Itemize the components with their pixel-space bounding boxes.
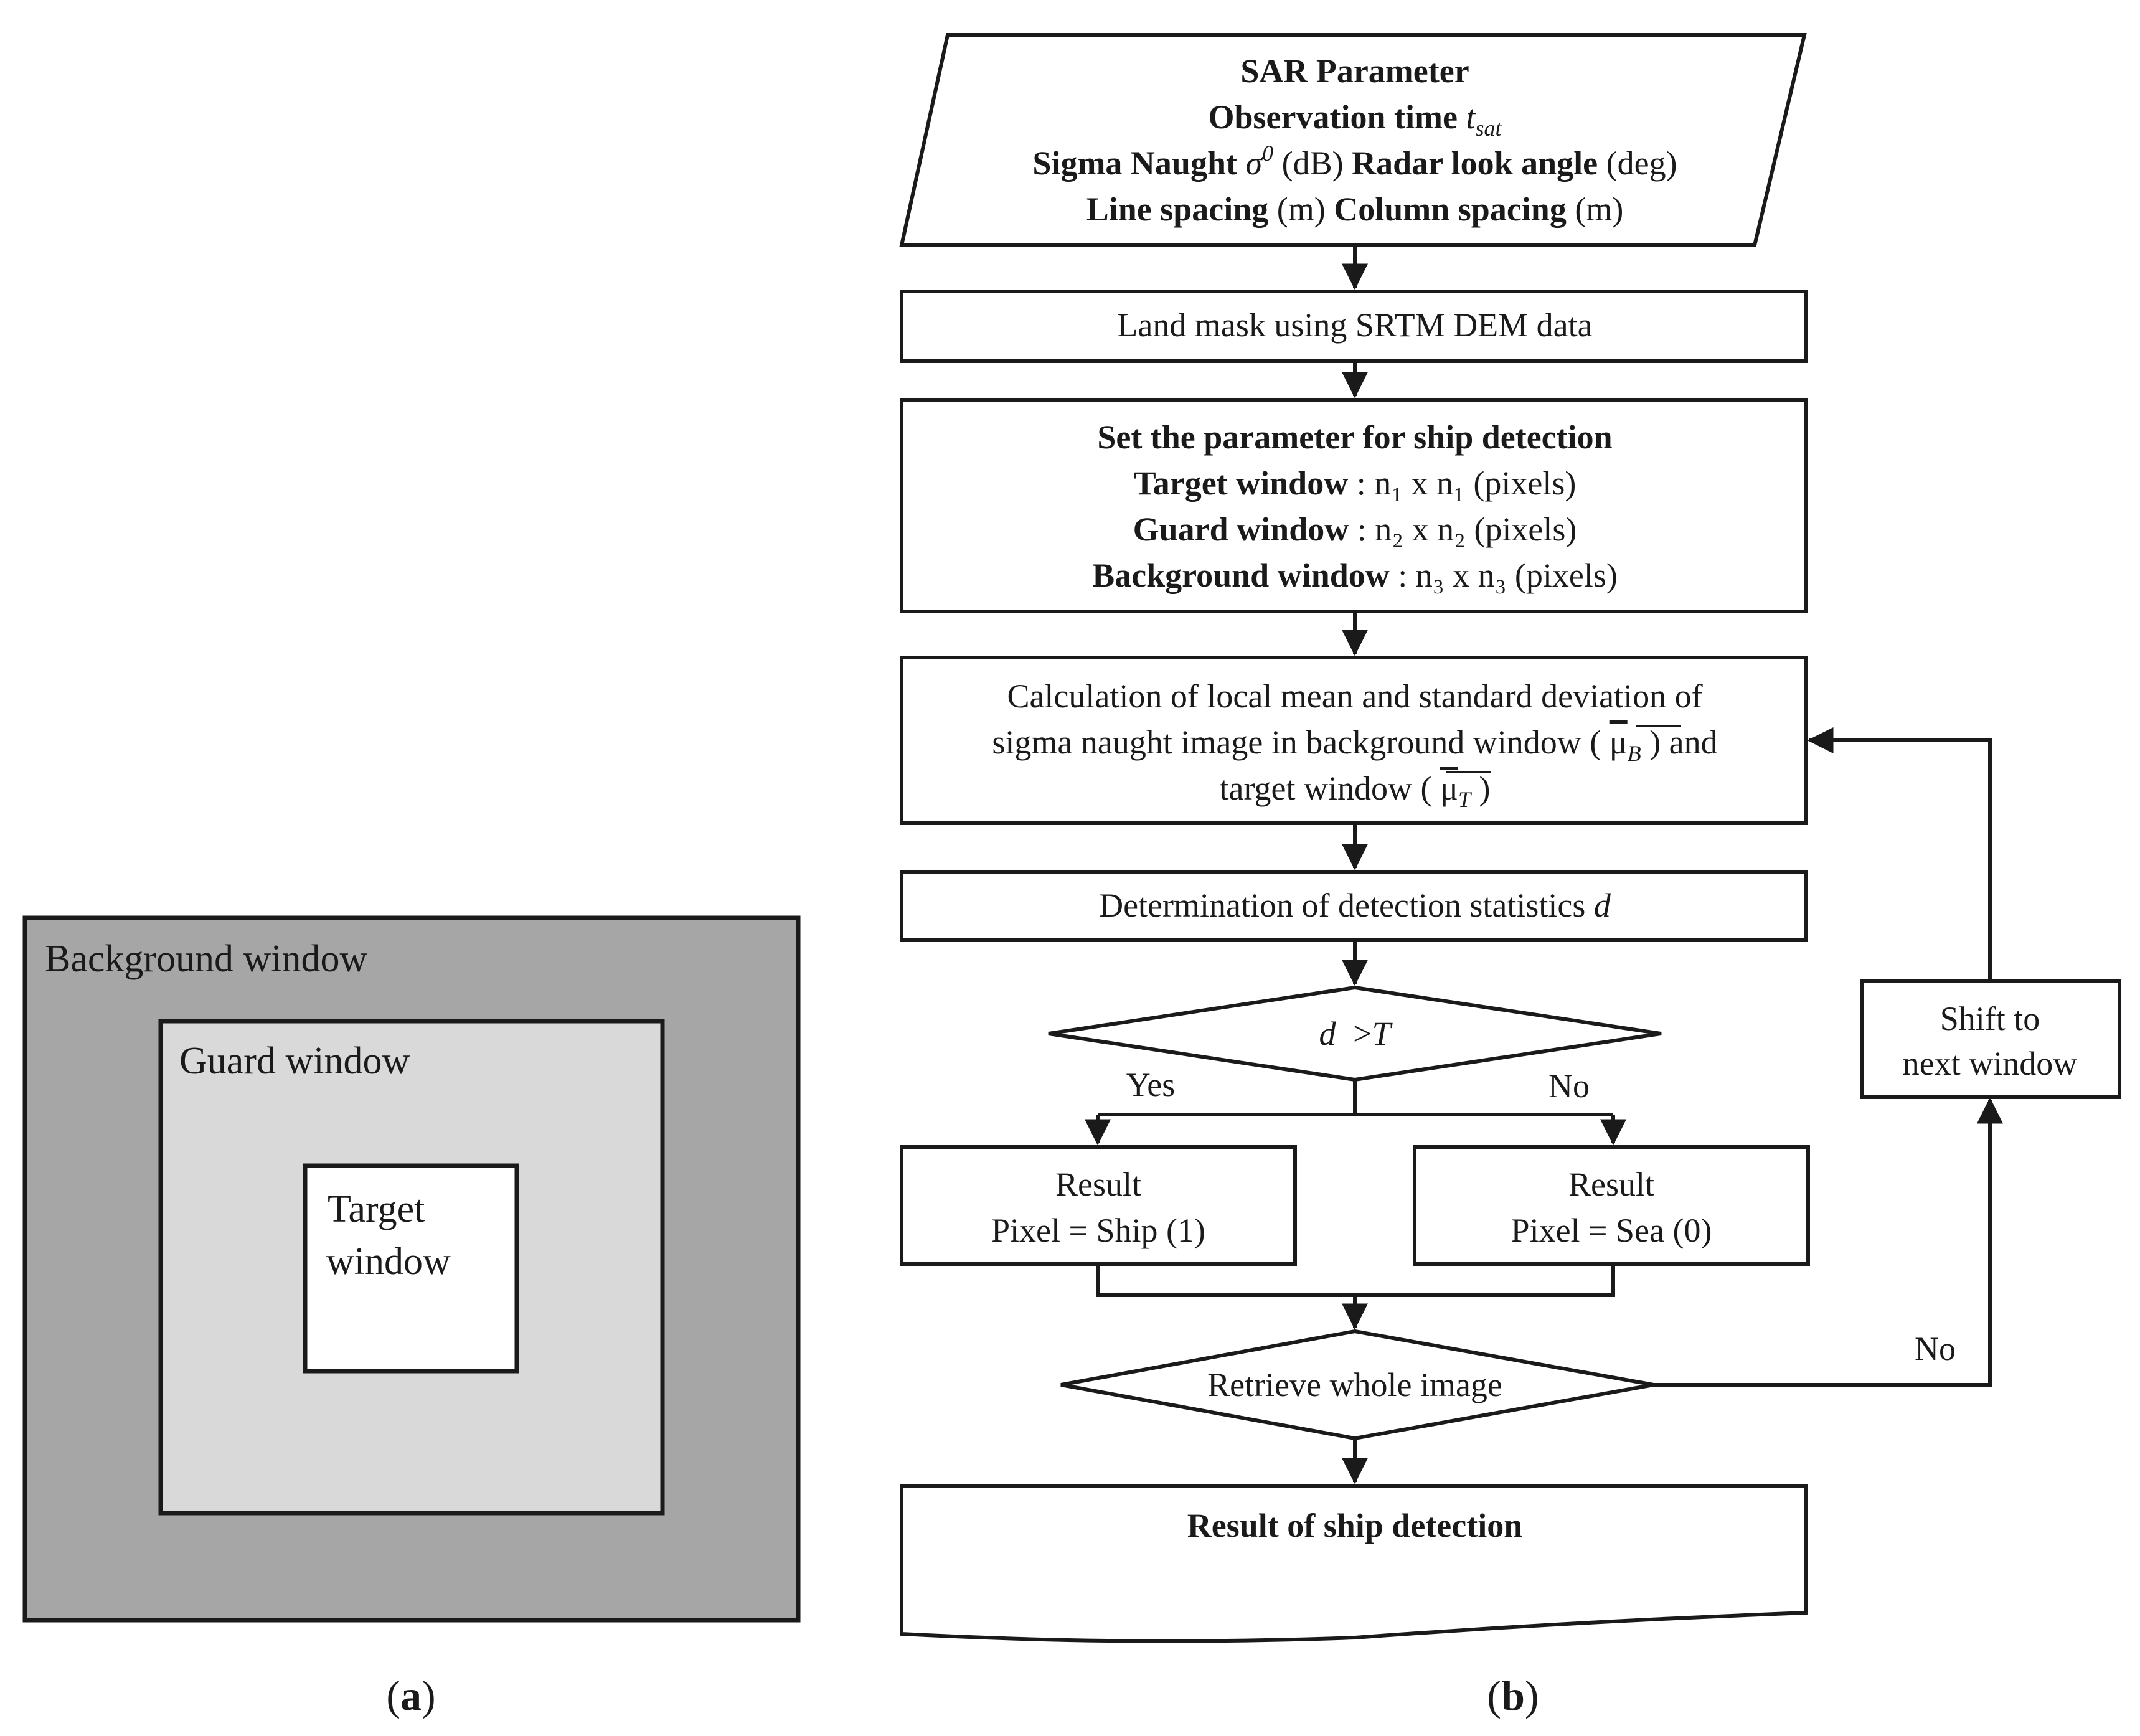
parameter-background: Background window : n₃ x n₃ (pixels) bbox=[1092, 557, 1618, 594]
determination-text: Determination of detection statistics d bbox=[1099, 887, 1611, 924]
result-ship-value: Pixel = Ship (1) bbox=[991, 1212, 1205, 1249]
result-ship-title: Result bbox=[1055, 1166, 1141, 1203]
result-ship-box bbox=[900, 1145, 1297, 1266]
panel-b-letter: b bbox=[1501, 1672, 1525, 1719]
guard-window-label: Guard window bbox=[179, 1040, 410, 1082]
mu-b-symbol: μ bbox=[1610, 724, 1628, 761]
panel-a-caption: (a) bbox=[386, 1672, 435, 1719]
output-text: Result of ship detection bbox=[1187, 1507, 1523, 1544]
calculation-line2: sigma naught image in background window … bbox=[992, 724, 1717, 766]
yes-label: Yes bbox=[1126, 1066, 1176, 1103]
parameter-target: Target window : n₁ x n₁ (pixels) bbox=[1134, 465, 1577, 502]
target-window-label-line1: Target bbox=[328, 1188, 425, 1230]
panel-b: SAR Parameter Observation time tsat Sigm… bbox=[899, 33, 2121, 1719]
merge-connector bbox=[1096, 1264, 1615, 1297]
output-document-shape bbox=[900, 1484, 1808, 1643]
input-line2: Observation time tsat bbox=[1209, 98, 1502, 141]
land-mask-box bbox=[900, 290, 1808, 363]
no-label-branch: No bbox=[1548, 1067, 1590, 1105]
land-mask-text: Land mask using SRTM DEM data bbox=[1117, 306, 1592, 344]
decision-threshold-text: d >T bbox=[1319, 1015, 1393, 1052]
panel-a-letter: a bbox=[400, 1672, 422, 1719]
mu-t-symbol: μ bbox=[1440, 770, 1458, 807]
target-window-label-line2: window bbox=[326, 1240, 451, 1283]
loop-back-connector bbox=[1807, 727, 1992, 981]
result-sea-title: Result bbox=[1568, 1166, 1654, 1203]
input-line4: Line spacing (m) Column spacing (m) bbox=[1086, 191, 1624, 228]
loop-no-connector bbox=[1654, 1097, 2003, 1387]
parameter-guard: Guard window : n₂ x n₂ (pixels) bbox=[1133, 511, 1577, 548]
calculation-line1: Calculation of local mean and standard d… bbox=[1007, 677, 1702, 715]
input-line1: SAR Parameter bbox=[1240, 52, 1469, 90]
shift-window-line1: Shift to bbox=[1940, 1000, 2040, 1037]
no-label-loop: No bbox=[1915, 1330, 1956, 1367]
retrieve-decision-text: Retrieve whole image bbox=[1207, 1366, 1502, 1403]
result-sea-value: Pixel = Sea (0) bbox=[1511, 1212, 1712, 1249]
result-sea-box bbox=[1413, 1145, 1810, 1266]
calculation-box bbox=[900, 656, 1808, 825]
input-parallelogram bbox=[899, 33, 1807, 247]
target-window-region bbox=[303, 1163, 519, 1374]
input-line3: Sigma Naught σ0 (dB) Radar look angle (d… bbox=[1032, 141, 1677, 182]
panel-b-caption: (b) bbox=[1487, 1672, 1539, 1719]
shift-window-line2: next window bbox=[1903, 1045, 2077, 1082]
background-window-label: Background window bbox=[45, 938, 368, 980]
parameter-title: Set the parameter for ship detection bbox=[1097, 418, 1612, 456]
calculation-line3: target window ( μT ) bbox=[1220, 770, 1491, 812]
panel-a: Background window Guard window Target wi… bbox=[22, 915, 801, 1719]
